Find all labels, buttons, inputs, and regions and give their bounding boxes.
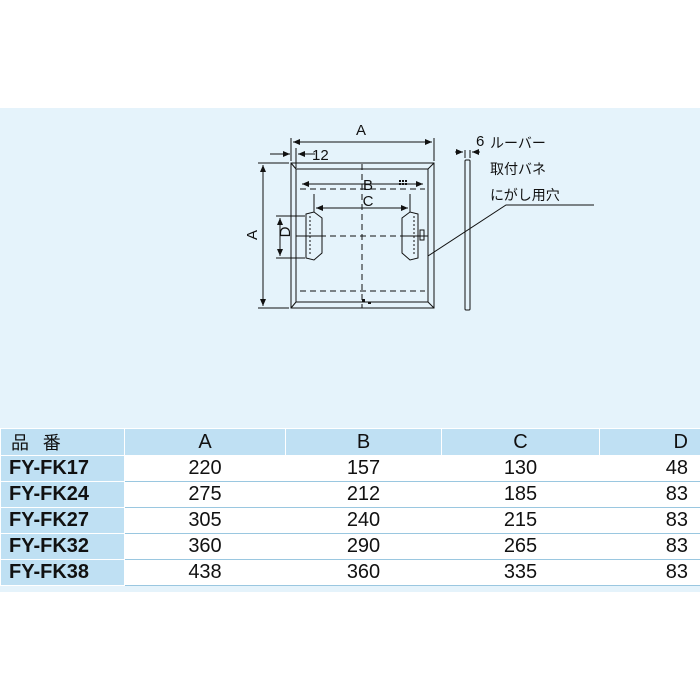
header-c: C bbox=[441, 428, 600, 456]
cell-d: 83 bbox=[599, 533, 700, 560]
cell-c: 265 bbox=[441, 533, 600, 560]
cell-c: 185 bbox=[441, 481, 600, 508]
cell-model: FY-FK38 bbox=[0, 559, 125, 586]
dimension-d bbox=[276, 215, 305, 259]
note-line-1: ルーバー bbox=[490, 136, 546, 152]
note-line-3: にがし用穴 bbox=[490, 188, 560, 204]
header-a: A bbox=[124, 428, 286, 456]
table-header-row: 品 番 A B C D bbox=[0, 428, 700, 456]
cell-a: 275 bbox=[124, 481, 286, 508]
cell-d: 83 bbox=[599, 481, 700, 508]
dim-d-label: D bbox=[277, 226, 294, 237]
cell-model: FY-FK27 bbox=[0, 507, 125, 534]
dim-b-label: B bbox=[363, 177, 373, 194]
cell-b: 212 bbox=[285, 481, 442, 508]
cell-c: 130 bbox=[441, 455, 600, 482]
cell-d: 83 bbox=[599, 559, 700, 586]
cell-c: 215 bbox=[441, 507, 600, 534]
dim-6-label: 6 bbox=[476, 133, 484, 150]
cell-b: 290 bbox=[285, 533, 442, 560]
cell-a: 220 bbox=[124, 455, 286, 482]
cell-model: FY-FK32 bbox=[0, 533, 125, 560]
table-row: FY-FK32 360 290 265 83 bbox=[0, 533, 700, 560]
dimension-a-left bbox=[258, 162, 289, 309]
side-profile bbox=[455, 149, 480, 311]
dim-12-label: 12 bbox=[312, 147, 329, 164]
dim-c-label: C bbox=[363, 193, 374, 210]
dimension-c bbox=[313, 194, 411, 212]
technical-drawing: A 12 B C A D 6 ルーバー bbox=[244, 122, 594, 311]
cell-b: 157 bbox=[285, 455, 442, 482]
cell-d: 48 bbox=[599, 455, 700, 482]
cell-a: 438 bbox=[124, 559, 286, 586]
cell-model: FY-FK17 bbox=[0, 455, 125, 482]
cell-d: 83 bbox=[599, 507, 700, 534]
note-line-2: 取付バネ bbox=[490, 162, 546, 178]
dim-a-left-label: A bbox=[244, 230, 261, 240]
table-row: FY-FK17 220 157 130 48 bbox=[0, 455, 700, 482]
cell-b: 240 bbox=[285, 507, 442, 534]
dim-a-top-label: A bbox=[356, 122, 366, 139]
center-lines bbox=[300, 164, 425, 308]
header-model: 品 番 bbox=[0, 428, 125, 456]
cell-a: 305 bbox=[124, 507, 286, 534]
dimension-12 bbox=[270, 148, 315, 168]
leader-line bbox=[427, 204, 594, 257]
cell-c: 335 bbox=[441, 559, 600, 586]
right-spring-bracket bbox=[401, 211, 428, 261]
table-row: FY-FK38 438 360 335 83 bbox=[0, 559, 700, 586]
left-spring-bracket bbox=[296, 211, 323, 261]
header-d: D bbox=[599, 428, 700, 456]
cell-model: FY-FK24 bbox=[0, 481, 125, 508]
cell-a: 360 bbox=[124, 533, 286, 560]
header-b: B bbox=[285, 428, 442, 456]
cell-b: 360 bbox=[285, 559, 442, 586]
spec-table: 品 番 A B C D FY-FK17 220 157 130 48 FY-FK… bbox=[0, 428, 700, 586]
table-row: FY-FK27 305 240 215 83 bbox=[0, 507, 700, 534]
table-row: FY-FK24 275 212 185 83 bbox=[0, 481, 700, 508]
dimension-a-top bbox=[290, 138, 435, 161]
